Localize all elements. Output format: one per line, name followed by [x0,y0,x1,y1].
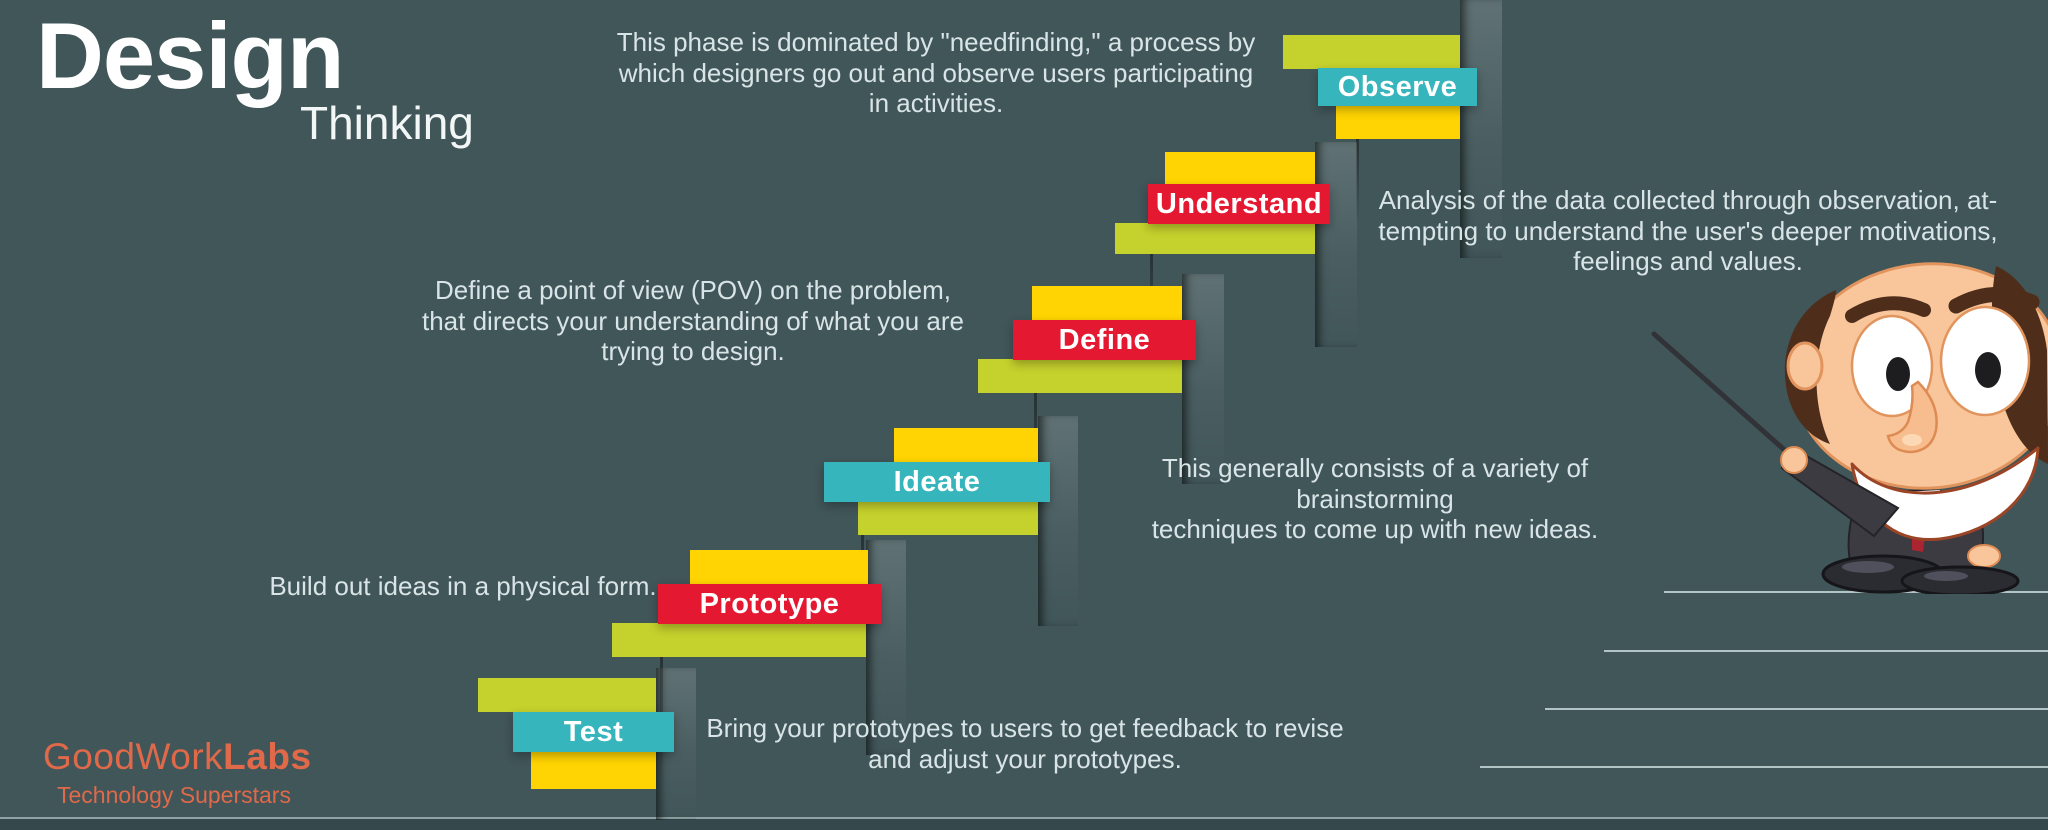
stair-outline-line-2 [1604,650,2048,652]
prototype-description: Build out ideas in a physical form. [269,571,657,601]
prototype-bar-bottom [612,623,866,657]
observe-bar-bottom [1336,104,1460,139]
stair-outline-line-4 [1480,766,2048,768]
observe-bar-top [1283,35,1460,69]
prototype-bar-top [690,550,868,584]
title-main: Design [36,3,344,108]
define-bar-bottom [978,359,1182,393]
define-bar-top [1032,286,1182,321]
logo-brand: GoodWorkLabs [43,736,312,777]
ideate-label: Ideate [824,462,1050,502]
nose-highlight [1902,434,1922,446]
shoe-highlight [1842,561,1894,573]
understand-label-text: Understand [1155,187,1323,220]
ideate-bar-top [894,428,1038,462]
character-pupil-left [1886,357,1910,391]
define-label-text: Define [1058,323,1151,356]
character-left-hand [1780,446,1808,474]
character-eyebrow-right [1948,286,2040,314]
character-smile [1850,446,2040,541]
character-right-hand [1967,544,2001,568]
define-description: Define a point of view (POV) on the prob… [422,275,964,367]
goodworklabs-logo: GoodWorkLabs Technology Superstars [43,736,312,809]
observe-label-text: Observe [1337,70,1458,103]
presenter-character [1651,262,2048,594]
footer-edge-line [0,817,2048,819]
understand-bar-top [1165,152,1315,185]
understand-step-riser [1315,142,1357,347]
prototype-label-text: Prototype [699,587,840,620]
stair-outline-line-1 [1664,591,2048,593]
ideate-step-riser [1038,416,1078,626]
understand-bar-bottom [1115,223,1315,254]
pointer-stick [1651,331,1801,465]
title-sub: Thinking [300,97,474,149]
stair-outline-line-3 [1545,708,2048,710]
character-nose [1886,380,1938,454]
test-bar-top [478,678,656,712]
ideate-label-text: Ideate [893,465,981,498]
test-bar-bottom [531,751,656,789]
footer-band [0,819,2048,830]
understand-label: Understand [1148,184,1330,224]
character-pupil-right [1975,352,2001,388]
character-eyebrow-left [1845,296,1931,323]
understand-description: Analysis of the data collected through o… [1378,185,1998,277]
test-label-text: Test [563,715,624,748]
logo-tagline: Technology Superstars [57,782,291,808]
observe-label: Observe [1318,68,1477,106]
define-step-riser [1182,274,1224,484]
test-description: Bring your prototypes to users to get fe… [706,713,1344,774]
character-ear [1786,341,1824,391]
ideate-description: This generally consists of a variety of … [1151,453,1599,545]
logo-brand-regular: GoodWork [43,736,224,777]
test-label: Test [513,712,674,752]
observe-step-riser [1460,0,1502,258]
logo-brand-bold: Labs [223,736,312,777]
observe-description: This phase is dominated by "needfinding,… [616,27,1256,119]
ideate-bar-bottom [858,501,1038,535]
character-shoe-right [1900,565,2020,594]
shoe-highlight [1924,571,1968,581]
prototype-step-riser [866,540,906,755]
prototype-label: Prototype [658,584,881,624]
observe-shadow-tail [1356,138,1359,223]
define-label: Define [1013,320,1196,360]
